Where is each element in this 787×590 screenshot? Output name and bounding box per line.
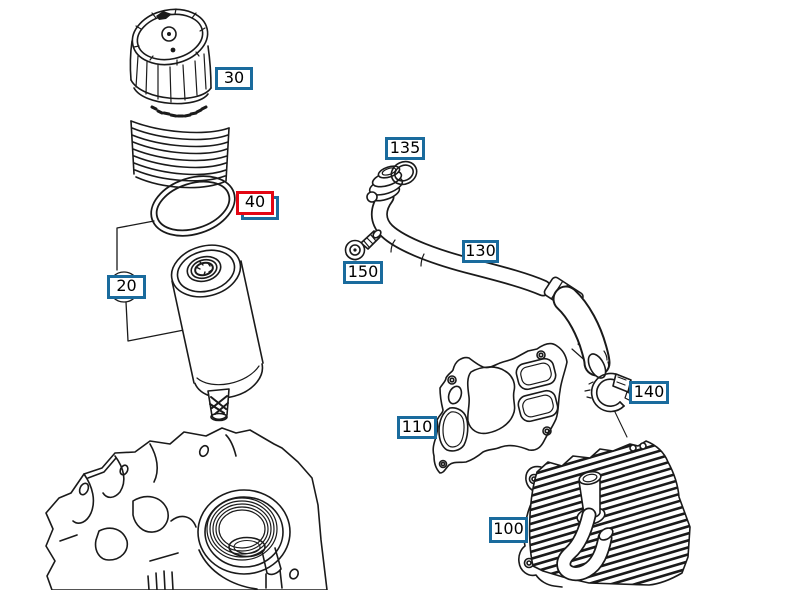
callout-100[interactable]: 100	[489, 517, 528, 543]
oil-filter-cap-art	[129, 8, 230, 189]
oil-cooler-art	[518, 440, 691, 588]
bolt-art	[344, 229, 382, 261]
callout-110-label: 110	[401, 416, 433, 436]
hose-clamp-art	[584, 372, 634, 438]
callout-135[interactable]: 135	[385, 137, 425, 160]
pipe-o-ring-art	[390, 160, 418, 186]
callout-40[interactable]: 40	[236, 191, 274, 215]
callout-30[interactable]: 30	[215, 67, 253, 90]
callout-150-label: 150	[347, 261, 379, 281]
callout-100-label: 100	[493, 519, 524, 538]
callout-20-label: 20	[116, 276, 137, 295]
oil-filter-element-art	[170, 244, 264, 422]
callout-135-label: 135	[389, 137, 421, 157]
callout-130[interactable]: 130	[462, 240, 499, 263]
callout-150[interactable]: 150	[343, 261, 383, 284]
callout-40-label: 40	[244, 192, 266, 211]
o-ring-seal-art	[150, 175, 236, 237]
callout-140[interactable]: 140	[629, 381, 669, 404]
oil-pipe-art	[366, 160, 611, 379]
callout-20[interactable]: 20	[107, 275, 146, 299]
callout-30-label: 30	[223, 67, 245, 87]
engine-block-art	[45, 427, 328, 590]
callout-130-label: 130	[465, 240, 496, 260]
gasket-art	[432, 342, 596, 474]
callout-110[interactable]: 110	[397, 416, 437, 439]
callout-140-label: 140	[633, 381, 665, 401]
